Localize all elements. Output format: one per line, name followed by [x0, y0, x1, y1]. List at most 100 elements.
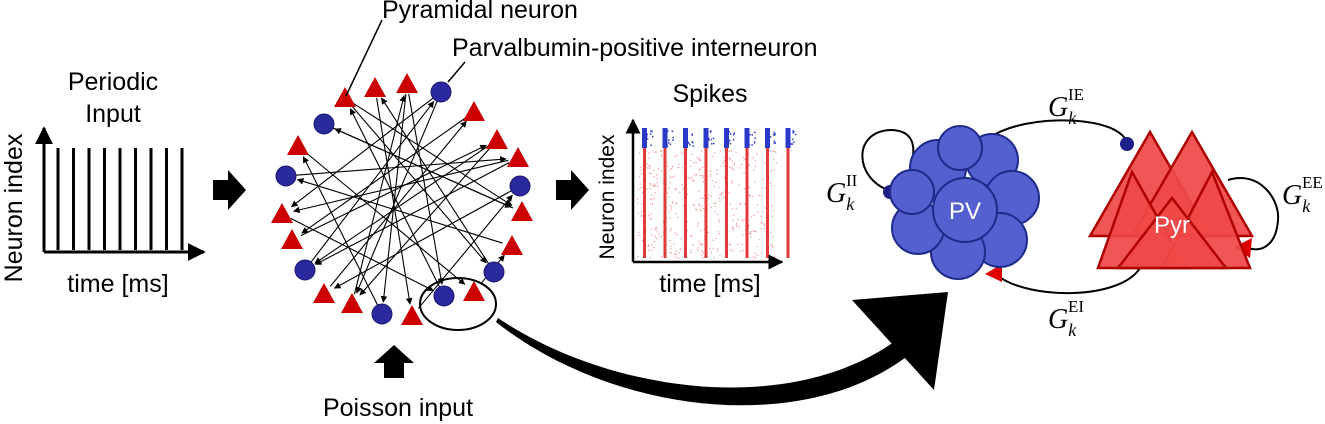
- background-spike: [669, 205, 671, 207]
- background-spike: [700, 244, 703, 246]
- pv-spike: [710, 143, 713, 145]
- background-spike: [674, 232, 677, 234]
- background-spike: [687, 229, 689, 232]
- background-spike: [677, 166, 680, 169]
- background-spike: [670, 252, 672, 254]
- background-spike: [660, 170, 662, 172]
- background-spike: [698, 159, 700, 161]
- synapse-link: [351, 105, 487, 264]
- background-spike: [764, 207, 766, 209]
- background-spike: [742, 249, 744, 252]
- ie-connection-line: [984, 119, 1127, 143]
- background-spike: [729, 203, 731, 206]
- background-spike: [752, 157, 754, 159]
- background-spike: [641, 203, 643, 205]
- background-spike: [744, 218, 747, 220]
- pv-spike: [691, 141, 694, 144]
- background-spike: [697, 225, 699, 227]
- background-spike: [651, 203, 654, 205]
- background-spike: [729, 244, 731, 246]
- background-spike: [675, 202, 677, 204]
- background-spike: [693, 174, 695, 176]
- background-spike: [748, 195, 750, 197]
- background-spike: [731, 250, 733, 252]
- synapse-link: [376, 97, 413, 305]
- background-spike: [741, 243, 743, 246]
- synapse-link: [300, 144, 487, 237]
- background-spike: [724, 177, 726, 179]
- background-spike: [695, 208, 697, 210]
- background-spike: [701, 166, 703, 169]
- pyramidal-burst: [786, 148, 790, 258]
- background-spike: [739, 167, 741, 169]
- background-spike: [646, 167, 649, 169]
- background-spike: [719, 254, 721, 256]
- background-spike: [686, 221, 688, 223]
- background-spike: [651, 194, 653, 196]
- background-spike: [656, 231, 658, 233]
- background-spike: [769, 182, 772, 184]
- background-spike: [753, 256, 755, 258]
- pyramidal-neuron-node: [287, 135, 309, 155]
- raster-spikes: [637, 128, 797, 260]
- background-spike: [712, 247, 714, 250]
- pv-spike: [751, 134, 754, 136]
- network-neurons: [271, 73, 533, 325]
- background-spike: [728, 192, 730, 194]
- background-spike: [717, 250, 719, 253]
- background-spike: [757, 254, 759, 256]
- background-spike: [691, 176, 693, 179]
- pv-spike: [687, 141, 690, 144]
- pv-spike: [754, 131, 756, 134]
- background-spike: [722, 191, 724, 193]
- background-spike: [647, 215, 650, 217]
- background-spike: [703, 228, 705, 230]
- background-spike: [773, 209, 775, 212]
- synapse-link: [353, 95, 406, 295]
- background-spike: [773, 256, 775, 258]
- pv-spike: [769, 136, 772, 138]
- pyramidal-neuron-node: [463, 281, 485, 301]
- background-spike: [678, 252, 681, 254]
- background-spike: [710, 195, 713, 197]
- pyramidal-neuron-node: [334, 87, 356, 107]
- background-spike: [672, 201, 674, 203]
- background-spike: [698, 203, 700, 205]
- background-spike: [637, 188, 640, 191]
- pv-spike: [774, 133, 776, 135]
- synapse-link: [408, 93, 445, 285]
- selected-pair-outline: [419, 277, 497, 331]
- background-spike: [774, 150, 776, 152]
- background-spike: [750, 236, 752, 238]
- background-spike: [657, 168, 659, 170]
- background-spike: [682, 188, 684, 190]
- background-spike: [743, 220, 745, 222]
- background-spike: [697, 247, 699, 249]
- background-spike: [744, 159, 746, 161]
- background-spike: [765, 162, 767, 164]
- background-spike: [763, 224, 766, 226]
- pv-spike: [728, 131, 731, 133]
- background-spike: [771, 244, 773, 246]
- background-spike: [723, 156, 725, 158]
- background-spike: [668, 211, 670, 213]
- pv-spike: [732, 133, 735, 136]
- network-connections: [290, 93, 514, 309]
- background-spike: [758, 194, 760, 196]
- background-spike: [675, 213, 677, 215]
- background-spike: [660, 150, 662, 152]
- pyramidal-burst: [684, 148, 687, 258]
- pv-spike: [729, 142, 732, 145]
- pyramidal-neuron-node: [271, 203, 293, 223]
- pv-spike: [754, 137, 756, 139]
- pv-interneuron-node: [430, 81, 452, 103]
- background-spike: [769, 150, 772, 152]
- background-spike: [752, 230, 754, 232]
- pv-spike: [650, 133, 652, 135]
- background-spike: [670, 245, 672, 247]
- background-spike: [742, 157, 745, 159]
- background-spike: [648, 152, 650, 154]
- background-spike: [689, 249, 692, 251]
- background-spike: [753, 214, 755, 217]
